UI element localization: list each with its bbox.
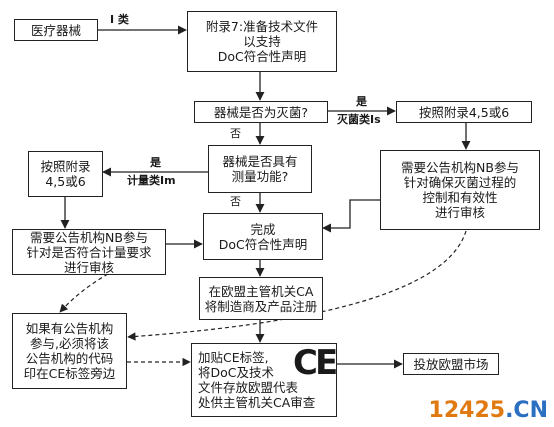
yes-sterile-label: 是 [356,95,367,108]
device-box: 医疗器械 [14,19,98,41]
nb-measure-box: 需要公告机构NB参与 针对是否符合计量要求 进行审核 [12,229,166,275]
nb-code-line-2: 参与,必须将该 [30,336,109,351]
yes-measure-label: 是 [150,156,161,169]
nb-code-line-1: 如果有公告机构 [25,321,114,336]
nb-measure-line-3: 进行审核 [63,259,114,275]
annex7-line-2: 以支持 [243,34,281,49]
complete-doc-line-1: 完成 [250,221,276,237]
no-2-label: 否 [230,195,241,208]
complete-doc-line-2: DoC符合性声明 [218,236,308,252]
market-text: 投放欧盟市场 [413,356,489,372]
device-text: 医疗器械 [30,22,81,38]
dashed-nb-sterile-code [127,230,467,341]
measure-question-line-1: 器械是否具有 [222,154,298,169]
affix-ce-line-2: 将DoC及技术 [198,365,275,380]
nb-sterile-line-4: 进行审核 [434,205,485,220]
ca-register-line-2: 将制造商及产品注册 [204,298,318,314]
annex456-left-line-1: 按照附录 [40,159,91,174]
watermark-number: 12425 [428,398,506,423]
annex7-line-1: 附录7:准备技术文件 [205,19,319,34]
measure-question-box: 器械是否具有 测量功能? [208,145,312,193]
class-i-label: I 类 [110,13,129,26]
site-watermark: 12425.CN [429,399,548,423]
nb-sterile-box: 需要公告机构NB参与 针对确保灭菌过程的 控制和有效性 进行审核 [380,150,540,230]
watermark-domain: .CN [505,398,548,423]
nb-code-line-4: 印在CE标签旁边 [23,366,116,381]
sterile-question-box: 器械是否为灭菌? [194,101,328,123]
nb-code-line-3: 公告机构的代码 [25,351,114,366]
annex456-right-text: 按照附录4,5或6 [418,104,510,120]
affix-ce-line-3: 文件存放欧盟代表 [198,380,299,395]
nb-sterile-line-2: 针对确保灭菌过程的 [403,175,517,190]
affix-ce-line-1: 加贴CE标签, [198,350,269,365]
measure-question-line-2: 测量功能? [231,169,289,184]
nb-code-box: 如果有公告机构 参与,必须将该 公告机构的代码 印在CE标签旁边 [12,313,127,389]
nb-measure-line-2: 针对是否符合计量要求 [26,244,152,260]
sterile-question-text: 器械是否为灭菌? [213,104,309,120]
no-1-label: 否 [230,127,241,140]
dashed-nb-measure-code [59,273,109,313]
nb-measure-line-1: 需要公告机构NB参与 [30,229,148,245]
ce-mark-icon: CE [293,343,338,383]
ca-register-line-1: 在欧盟主管机关CA [208,283,314,299]
affix-ce-box: 加贴CE标签, 将DoC及技术 文件存放欧盟代表 处供主管机关CA审查 [191,343,337,417]
market-box: 投放欧盟市场 [403,353,499,375]
nb-sterile-line-3: 控制和有效性 [422,190,498,205]
arrow-nb-sterile-complete [322,199,380,233]
affix-ce-line-4: 处供主管机关CA审查 [198,395,316,410]
measure-class-label: 计量类Im [127,174,176,187]
annex456-left-line-2: 4,5或6 [45,174,86,189]
annex7-box: 附录7:准备技术文件 以支持 DoC符合性声明 [187,11,337,72]
annex456-left-box: 按照附录 4,5或6 [28,151,103,197]
ca-register-box: 在欧盟主管机关CA 将制造商及产品注册 [199,277,323,320]
annex7-line-3: DoC符合性声明 [217,49,307,64]
nb-sterile-line-1: 需要公告机构NB参与 [401,160,519,175]
sterile-class-label: 灭菌类Is [337,113,381,126]
complete-doc-box: 完成 DoC符合性声明 [203,213,323,260]
annex456-right-box: 按照附录4,5或6 [396,101,532,123]
